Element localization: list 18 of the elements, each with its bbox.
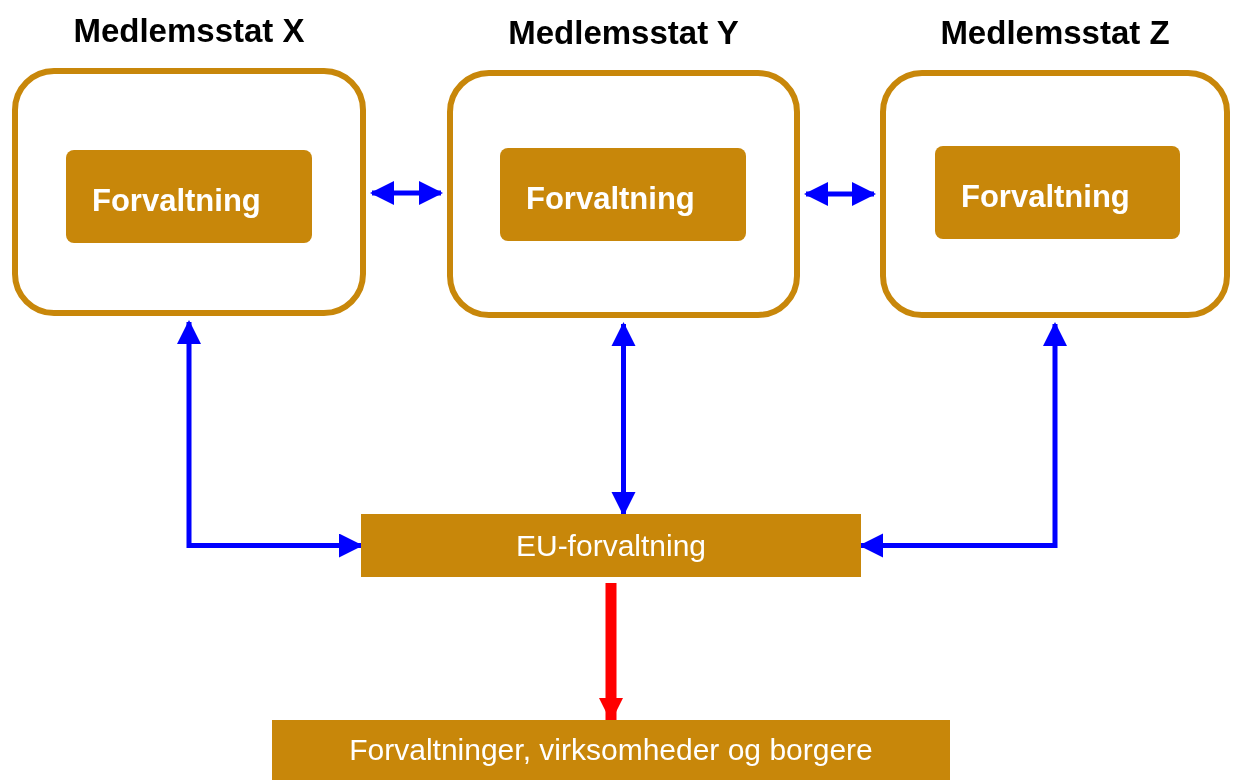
arrow <box>177 320 363 558</box>
arrow <box>599 583 623 722</box>
box-label: EU-forvaltning <box>515 528 707 563</box>
process-box <box>272 720 950 780</box>
administration-box <box>500 148 746 241</box>
administration-box <box>66 150 312 243</box>
arrow <box>804 182 876 206</box>
state-heading: Medlemsstat Y <box>507 14 740 52</box>
box-label: Forvaltning <box>961 178 1130 215</box>
arrow <box>370 181 443 205</box>
box-label: Forvaltninger, virksomheder og borgere <box>349 733 873 767</box>
state-heading: Medlemsstat X <box>72 12 306 50</box>
box-label: Forvaltning <box>526 180 695 217</box>
process-box <box>361 514 861 577</box>
arrow <box>611 322 636 516</box>
box-label: Forvaltning <box>92 182 261 219</box>
state-heading: Medlemsstat Z <box>939 14 1171 52</box>
administration-box <box>935 146 1180 239</box>
